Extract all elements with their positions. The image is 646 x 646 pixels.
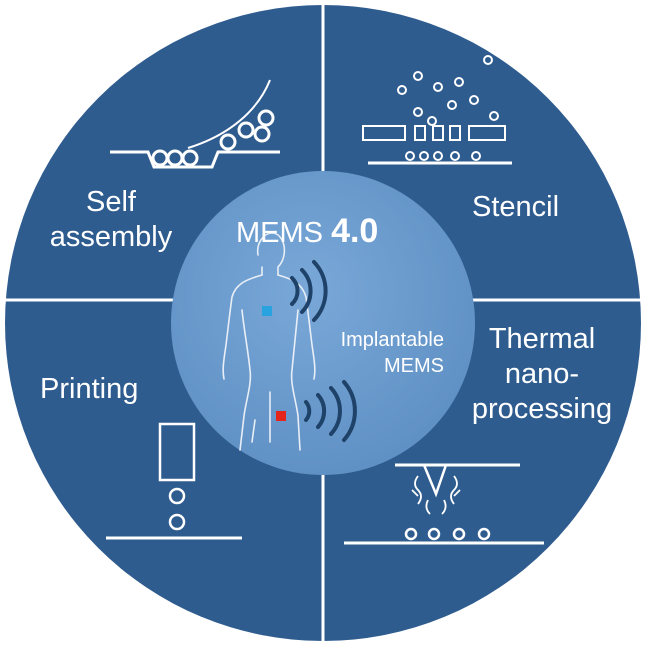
implantable-line2: MEMS [384, 355, 444, 377]
stencil-illustration [362, 55, 512, 165]
wireless-signal-icon-bottom [304, 380, 357, 442]
implantable-line1: Implantable [340, 329, 444, 351]
wireless-signal-icon-top [290, 260, 328, 322]
center-title: MEMS 4.0 [236, 212, 378, 251]
self-assembly-line2: assembly [49, 221, 173, 253]
top-sensor-chip [262, 306, 272, 316]
self-assembly-label: Self assembly [26, 185, 196, 255]
thermal-line3: processing [471, 393, 613, 425]
center-title-version: 4.0 [331, 212, 379, 250]
thermal-illustration [344, 463, 544, 545]
implantable-mems-label: Implantable MEMS [328, 327, 444, 379]
printing-label: Printing [40, 373, 139, 405]
bottom-sensor-chip [276, 411, 286, 421]
stencil-label: Stencil [472, 191, 560, 223]
printing-illustration [106, 422, 242, 540]
thermal-line2: nano- [504, 358, 580, 390]
thermal-label: Thermal nano- processing [464, 322, 620, 427]
self-assembly-line1: Self [86, 186, 136, 218]
self-assembly-illustration [110, 79, 280, 169]
thermal-line1: Thermal [488, 323, 596, 355]
center-title-prefix: MEMS [236, 217, 323, 249]
